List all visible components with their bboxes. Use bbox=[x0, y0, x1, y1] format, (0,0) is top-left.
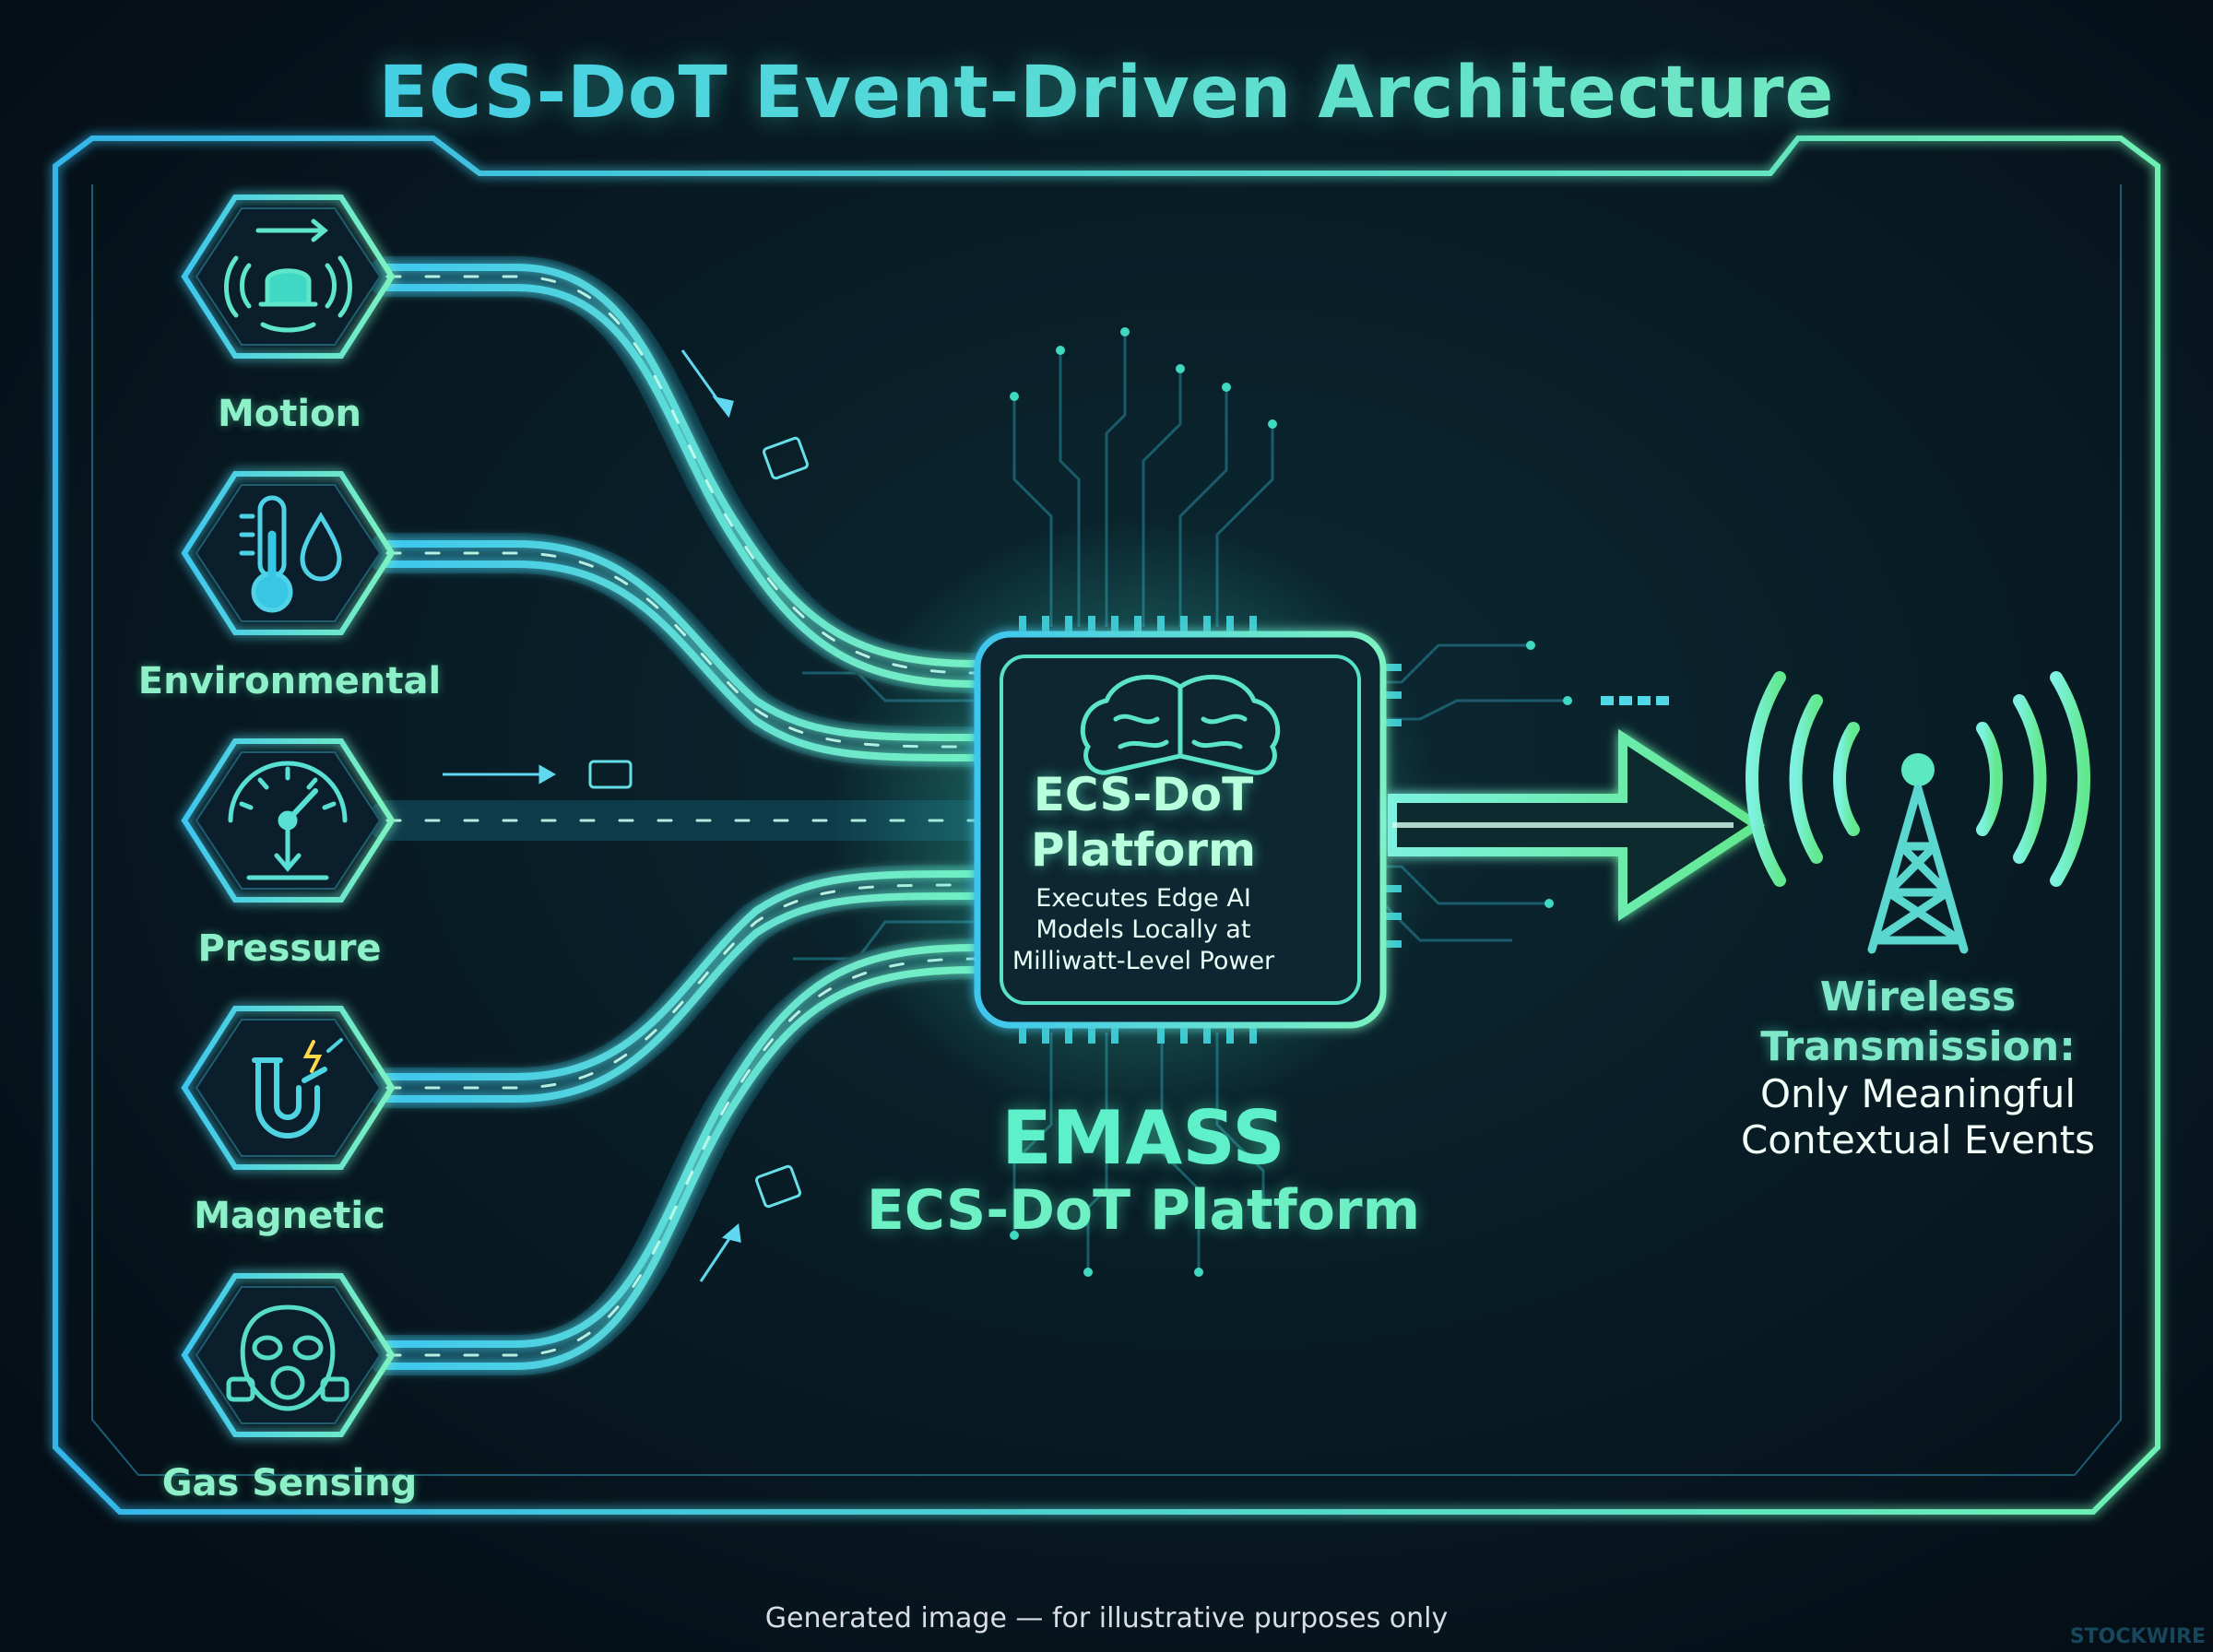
data-packet-icon bbox=[588, 760, 633, 789]
trace-dots bbox=[1010, 327, 1572, 1277]
data-packet-icon bbox=[763, 436, 809, 480]
chip-desc-line1: Executes Edge AI bbox=[1035, 884, 1251, 913]
sensor-label-environmental: Environmental bbox=[137, 660, 442, 702]
wireless-heading-line1: Wireless bbox=[1819, 974, 2017, 1021]
sensor-label-gas-sensing: Gas Sensing bbox=[161, 1462, 418, 1504]
sensor-label-pressure: Pressure bbox=[197, 927, 382, 970]
sensor-label-motion: Motion bbox=[217, 393, 362, 435]
chip bbox=[974, 631, 1387, 1029]
inner-frame bbox=[91, 184, 2122, 1476]
brand-platform: ECS-DoT Platform bbox=[866, 1178, 1421, 1243]
chip-desc-line3: Milliwatt-Level Power bbox=[1012, 947, 1275, 975]
outer-frame bbox=[53, 136, 2160, 1515]
data-packet-icon bbox=[755, 1164, 801, 1209]
magnetic-hexagon bbox=[181, 1006, 396, 1170]
magnet-icon bbox=[252, 1038, 343, 1139]
wireless-body-line2: Contextual Events bbox=[1740, 1117, 2096, 1162]
motion-hexagon bbox=[181, 195, 396, 359]
watermark: STOCKWIRE bbox=[2070, 1625, 2206, 1648]
output-dots bbox=[1601, 696, 1669, 705]
diagram-title: ECS-DoT Event-Driven Architecture bbox=[0, 52, 2213, 135]
data-packet-icons bbox=[588, 436, 809, 1209]
brain-icon bbox=[1080, 674, 1281, 775]
output-arrow bbox=[1388, 728, 1766, 922]
pressure-hexagon bbox=[181, 738, 396, 903]
motion-bell-icon bbox=[224, 218, 352, 333]
sensor-label-magnetic: Magnetic bbox=[194, 1195, 385, 1237]
brand-name: EMASS bbox=[1001, 1095, 1285, 1181]
environmental-hexagon bbox=[181, 471, 396, 635]
wireless-heading-line2: Transmission: bbox=[1760, 1023, 2076, 1070]
flow-markers bbox=[443, 349, 741, 1282]
chip-pins bbox=[1019, 616, 1402, 1044]
pressure-gauge-icon bbox=[228, 761, 348, 880]
sensor-hexagons bbox=[181, 195, 396, 1437]
thermometer-droplet-icon bbox=[239, 495, 342, 613]
chip-desc-line2: Models Locally at bbox=[1035, 915, 1251, 944]
gas-hexagon bbox=[181, 1273, 396, 1437]
chip-title-line2: Platform bbox=[1030, 823, 1257, 877]
radio-tower-icon bbox=[1746, 671, 2090, 954]
wireless-body-line1: Only Meaningful bbox=[1759, 1071, 2076, 1116]
chip-title-line1: ECS-DoT bbox=[1033, 768, 1254, 821]
gas-mask-icon bbox=[226, 1304, 349, 1411]
footer-disclaimer: Generated image — for illustrative purpo… bbox=[764, 1602, 1449, 1634]
